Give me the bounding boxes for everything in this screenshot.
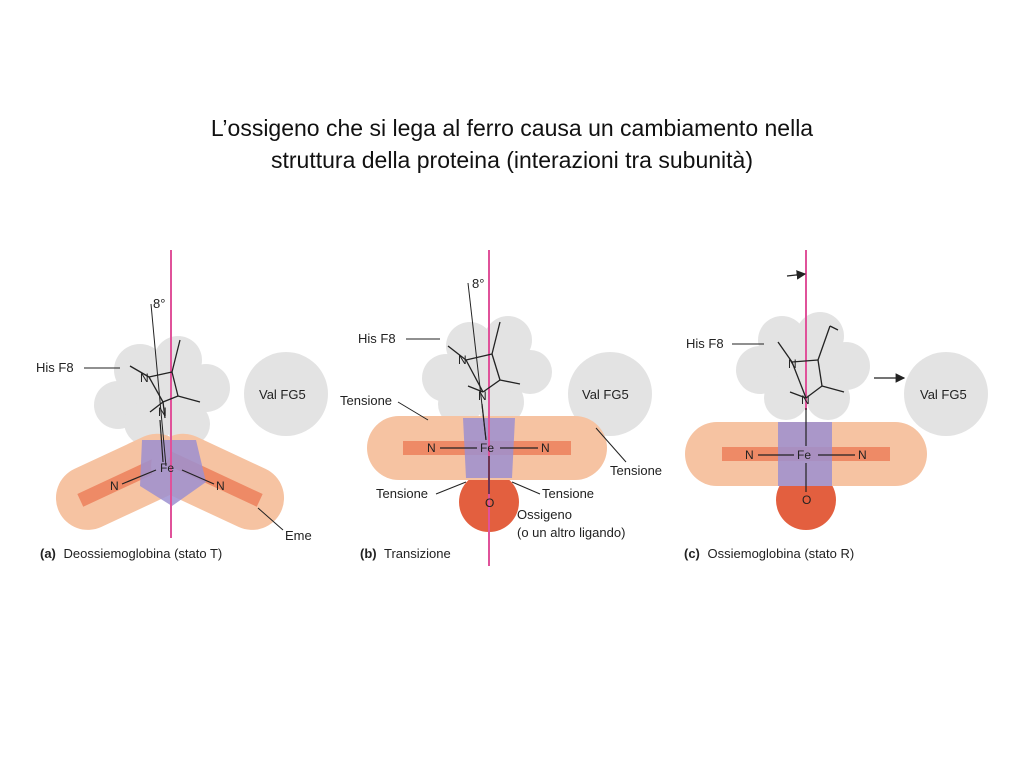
iron-zone-a (140, 440, 206, 506)
his-fe-bond-a (159, 419, 164, 463)
oxygen-atom-b: O (485, 496, 494, 510)
histidine-ring-c (777, 325, 845, 399)
nitrogen-heme-left-c: N (745, 448, 754, 462)
caption-a: (a) Deossiemoglobina (stato T) (40, 546, 222, 561)
his-fe-bond-b (481, 403, 487, 441)
nitrogen-heme-right-b: N (541, 441, 550, 455)
axis-shift-arrow (786, 270, 807, 280)
iron-atom-b: Fe (480, 441, 494, 455)
protein-region-b (422, 316, 552, 426)
tension-pointer-bottom-right (511, 481, 541, 495)
nitrogen-his-top-a: N (140, 371, 149, 385)
title-line-2: struttura della proteina (interazioni tr… (271, 147, 753, 173)
heme-group-a (55, 433, 285, 530)
nitrogen-heme-left-b: N (427, 441, 436, 455)
nitrogen-heme-left-a: N (110, 479, 119, 493)
fe-n-bond-right-a (181, 469, 215, 485)
caption-letter-a: (a) (40, 546, 56, 561)
nitrogen-his-top-b: N (458, 353, 467, 367)
tilt-line-a (150, 303, 167, 467)
nitrogen-his-bottom-a: N (158, 405, 167, 419)
nitrogen-his-bottom-b: N (478, 389, 487, 403)
tension-pointer-top-left (397, 401, 429, 421)
tension-label-bottom-left: Tensione (376, 486, 428, 501)
iron-atom-a: Fe (160, 461, 174, 475)
oxygen-label-line1: Ossigeno (517, 507, 572, 522)
his-label-c: His F8 (686, 336, 724, 351)
protein-region-a (94, 336, 230, 446)
caption-b: (b) Transizione (360, 546, 451, 561)
title-line-1: L’ossigeno che si lega al ferro causa un… (210, 115, 814, 141)
caption-letter-b: (b) (360, 546, 377, 561)
val-fg5-circle-b (568, 352, 652, 436)
heme-group-c (685, 422, 927, 486)
panel-deoxyhemoglobin: 8° N N Fe N N His F8 Val FG5 Eme (a) (36, 250, 328, 561)
nitrogen-heme-right-c: N (858, 448, 867, 462)
oxygen-atom-c: O (802, 493, 811, 507)
tension-label-top-left: Tensione (340, 393, 392, 408)
heme-label-a: Eme (285, 528, 312, 543)
caption-text-a: Deossiemoglobina (stato T) (64, 546, 223, 561)
panel-oxyhemoglobin: N N Fe N N O His F8 Val FG5 (c) Ossiemog… (684, 250, 988, 561)
slide-title: L’ossigeno che si lega al ferro causa un… (0, 112, 1024, 176)
nitrogen-heme-right-a: N (216, 479, 225, 493)
nitrogen-his-bottom-c: N (801, 393, 810, 407)
val-label-c: Val FG5 (920, 387, 967, 402)
angle-label-a: 8° (153, 296, 165, 311)
histidine-ring-a (129, 339, 201, 419)
angle-label-b: 8° (472, 276, 484, 291)
val-label-a: Val FG5 (259, 387, 306, 402)
caption-c: (c) Ossiemoglobina (stato R) (684, 546, 854, 561)
his-label-b: His F8 (358, 331, 396, 346)
heme-pointer-a (257, 507, 284, 531)
val-fg5-circle-c (904, 352, 988, 436)
caption-letter-c: (c) (684, 546, 700, 561)
oxygen-label-line2: (o un altro ligando) (517, 525, 625, 540)
val-label-b: Val FG5 (582, 387, 629, 402)
caption-text-c: Ossiemoglobina (stato R) (708, 546, 855, 561)
iron-atom-c: Fe (797, 448, 811, 462)
val-fg5-circle-a (244, 352, 328, 436)
caption-text-b: Transizione (384, 546, 451, 561)
iron-zone-c (778, 422, 832, 486)
nitrogen-his-top-c: N (788, 357, 797, 371)
histidine-ring-b (447, 321, 521, 393)
tension-pointer-right (595, 427, 627, 463)
his-label-a: His F8 (36, 360, 74, 375)
tension-label-right: Tensione (610, 463, 662, 478)
tension-pointer-bottom-left (435, 481, 467, 495)
fe-n-bond-left-a (121, 469, 157, 485)
tension-label-bottom-right: Tensione (542, 486, 594, 501)
panel-transition: 8° N N Fe N N O His F8 Val FG5 Tensione … (340, 250, 662, 566)
